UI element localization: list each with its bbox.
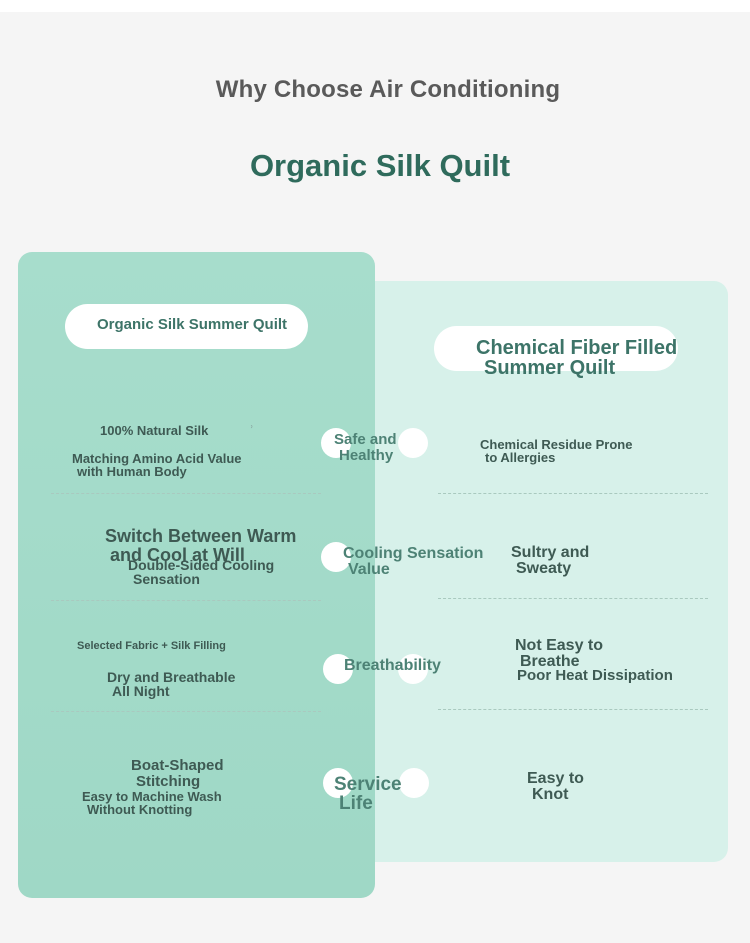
row-marker-left — [323, 654, 353, 684]
row-marker-right — [398, 428, 428, 458]
row-divider — [438, 493, 708, 494]
right-title-line2: Summer Quilt — [484, 357, 616, 379]
breath-left-highlight: Selected Fabric + Silk Filling — [77, 640, 226, 652]
top-band — [0, 0, 750, 12]
row-marker-left — [321, 542, 351, 572]
row-marker-right — [398, 654, 428, 684]
right-column-title: Chemical Fiber Filled Summer Quilt — [476, 338, 677, 378]
chemical-fiber-panel — [340, 281, 728, 862]
row-label-safe: Safe and Healthy — [334, 431, 397, 464]
safe-right-text: Chemical Residue Prone to Allergies — [480, 437, 633, 465]
left-column-title: Organic Silk Summer Quilt — [97, 316, 288, 333]
row-divider — [51, 493, 321, 494]
safe-left-detail: Matching Amino Acid Value with Human Bod… — [72, 451, 242, 479]
row-divider — [438, 598, 708, 599]
breath-left-detail: Dry and Breathable All Night — [107, 669, 236, 699]
row-marker-left — [323, 768, 353, 798]
row-divider — [51, 711, 321, 712]
row-label-service-life: Service Life — [334, 774, 402, 814]
row-label-cooling: Cooling Sensation Value — [343, 545, 484, 578]
left-title-pill — [65, 304, 308, 349]
right-title-pill — [434, 326, 678, 371]
page-title: Why Choose Air Conditioning — [215, 76, 561, 103]
breath-right-text: Not Easy to Breathe — [515, 637, 604, 670]
cooling-right-text: Sultry and Sweaty — [511, 544, 590, 577]
squiggle-mark: ʾ — [249, 424, 255, 441]
right-title-line1: Chemical Fiber Filled — [476, 337, 678, 359]
service-right-text: Easy to Knot — [527, 770, 584, 803]
row-marker-left — [321, 428, 351, 458]
page-subtitle: Organic Silk Quilt — [249, 148, 511, 183]
row-divider — [51, 600, 321, 601]
safe-left-highlight: 100% Natural Silk — [100, 423, 209, 438]
row-marker-right — [399, 768, 429, 798]
breath-right-detail: Poor Heat Dissipation — [517, 667, 673, 684]
service-left-highlight: Boat-Shaped Stitching — [131, 757, 224, 790]
cooling-left-detail: Double-Sided Cooling Sensation — [128, 557, 275, 587]
service-left-detail: Easy to Machine Wash Without Knotting — [82, 789, 222, 817]
row-label-breathability: Breathability — [344, 657, 441, 674]
organic-silk-panel — [18, 252, 375, 898]
cooling-left-highlight: Switch Between Warm and Cool at Will — [105, 526, 297, 565]
row-divider — [438, 709, 708, 710]
